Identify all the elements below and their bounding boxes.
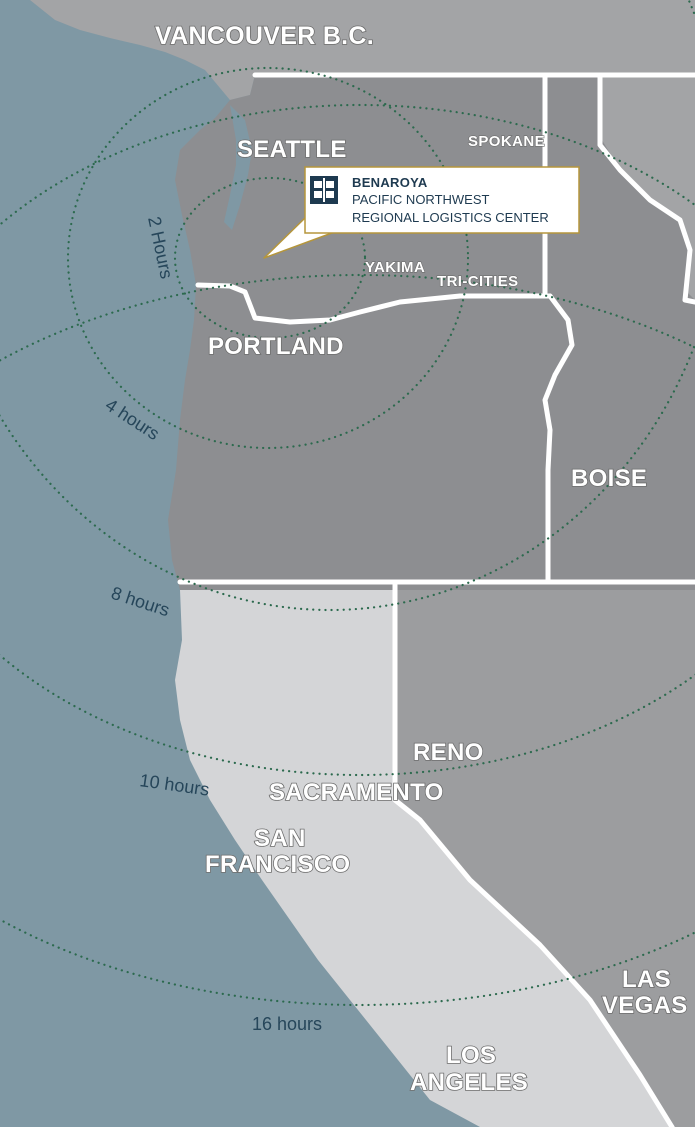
city-las-vegas-line1: LAS [622, 966, 671, 993]
callout-brand: BENAROYA [352, 175, 428, 190]
city-sacramento: SACRAMENTO [269, 779, 444, 806]
border-id-mt [597, 72, 695, 305]
city-yakima: YAKIMA [365, 259, 425, 276]
border-wa-or [195, 282, 553, 325]
ring-2-hours [173, 176, 367, 340]
callout-line2: REGIONAL LOGISTICS CENTER [352, 210, 549, 225]
city-las-vegas-line2: VEGAS [602, 992, 688, 1019]
ring-4-hours [66, 66, 470, 450]
city-reno: RENO [413, 739, 484, 766]
city-tri-cities: TRI-CITIES [437, 273, 519, 290]
callout-line1: PACIFIC NORTHWEST [352, 192, 490, 207]
logistics-center-callout: BENAROYA PACIFIC NORTHWEST REGIONAL LOGI… [263, 166, 580, 259]
border-or-id [542, 293, 575, 583]
city-san-francisco-line1: SAN [254, 825, 306, 852]
border-ca-nv [392, 582, 675, 1127]
ring-10-hours [0, 104, 695, 776]
city-los-angeles-line1: LOS [446, 1042, 496, 1069]
label-16-hours: 16 hours [252, 1014, 322, 1034]
city-portland: PORTLAND [208, 333, 344, 360]
land-nevada [395, 590, 695, 1127]
city-spokane: SPOKANE [468, 133, 545, 150]
city-vancouver: VANCOUVER B.C. [155, 22, 374, 50]
city-los-angeles-line2: ANGELES [410, 1069, 528, 1096]
land-montana [600, 75, 695, 300]
city-boise: BOISE [571, 465, 647, 492]
callout-box [304, 166, 580, 234]
building-logo-icon [310, 176, 338, 204]
land-california [175, 590, 675, 1127]
puget-sound [224, 105, 252, 230]
city-seattle: SEATTLE [237, 136, 347, 163]
city-san-francisco-line2: FRANCISCO [205, 851, 350, 878]
